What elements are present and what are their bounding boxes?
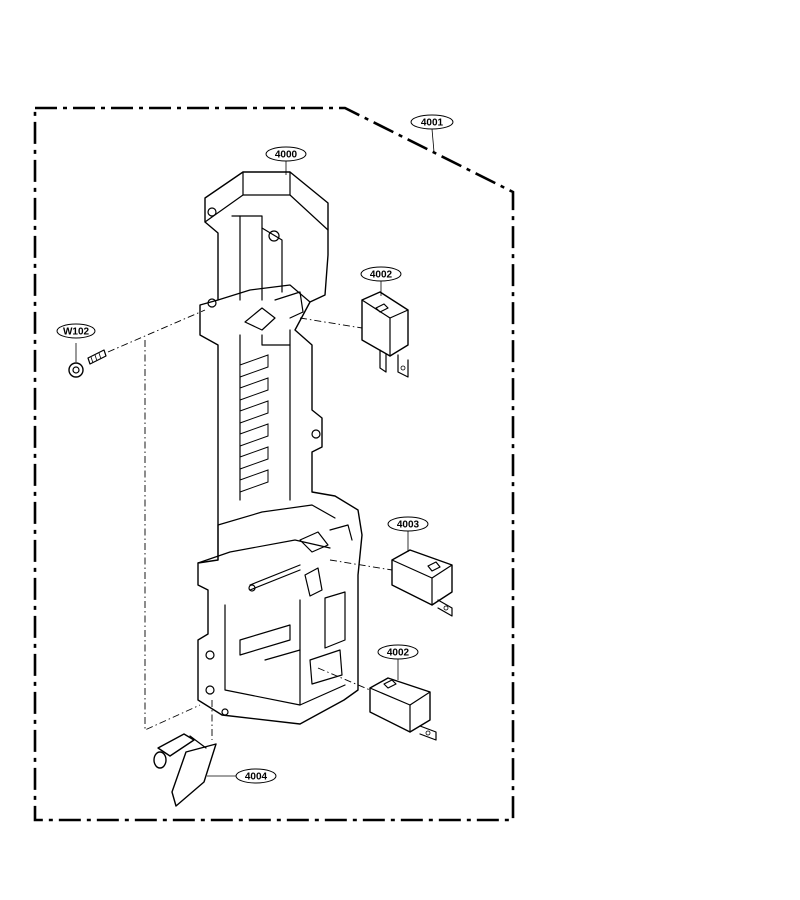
- switch-upper-alignment-line: [299, 317, 363, 329]
- callout-label-switch-lower: 4002: [387, 648, 410, 659]
- screw-alignment-line: [107, 309, 206, 353]
- callout-label-switch-middle: 4003: [397, 520, 420, 531]
- callout-frame: 4000: [265, 146, 307, 175]
- door-latch-frame: [197, 171, 363, 725]
- callout-assembly: 4001: [410, 114, 454, 153]
- lever-alignment-line-left: [144, 340, 201, 731]
- screw-w102: W102: [56, 323, 107, 378]
- callout-label-frame: 4000: [275, 150, 298, 161]
- switch-middle-alignment-line: [329, 559, 393, 571]
- lever-4004: 4004: [153, 733, 277, 807]
- callout-label-screw: W102: [63, 327, 90, 338]
- switch-lower-alignment-line: [317, 667, 371, 691]
- switch-middle: 4003: [387, 516, 453, 617]
- callout-label-switch-upper: 4002: [370, 270, 393, 281]
- callout-label-assembly: 4001: [421, 118, 444, 129]
- callout-label-lever: 4004: [245, 772, 268, 783]
- switch-upper: 4002: [360, 266, 409, 378]
- switch-lower: 4002: [369, 644, 437, 741]
- assembly-boundary: [33, 106, 515, 822]
